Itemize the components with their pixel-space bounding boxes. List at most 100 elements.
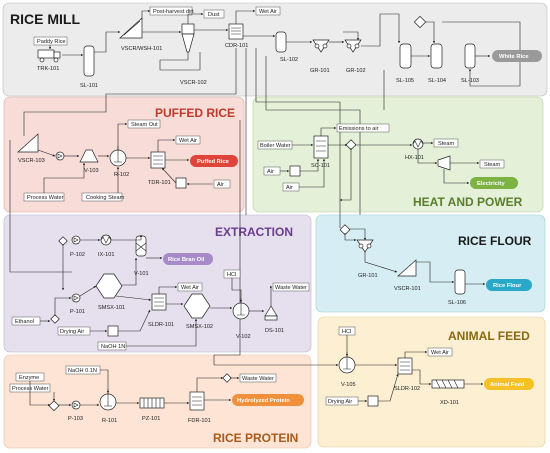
- section-title-extraction: EXTRACTION: [215, 225, 293, 239]
- wet-air-puffed-label: Wet Air: [179, 138, 197, 144]
- section-rice-flour: [315, 214, 546, 313]
- vscr102-label: VSCR-102: [180, 80, 207, 86]
- extruder-icon: [431, 379, 465, 389]
- heat-exchanger-icon: [100, 234, 112, 246]
- gr101-mill-label: GR-101: [310, 68, 330, 74]
- process-water-puffed-label: Process Water: [27, 195, 64, 201]
- cooking-steam-box: [81, 192, 123, 202]
- turbine-icon: [437, 155, 451, 171]
- dryer-icon: [397, 357, 413, 375]
- p103-label: P-103: [68, 416, 83, 422]
- ix101-label: IX-101: [98, 252, 114, 258]
- paddy-rice-label: Paddy Rice: [37, 39, 66, 45]
- air-puffed-label: Air: [217, 182, 224, 188]
- dryer-icon: [189, 391, 205, 411]
- dust-label: Dust: [208, 12, 220, 18]
- wet-air-ext-label: Wet Air: [181, 285, 199, 291]
- dust-box: [203, 9, 225, 19]
- hx101-label: HX-101: [405, 155, 424, 161]
- naoh-1n-label: NaOH 1N: [101, 344, 125, 350]
- silo-sl103-icon: [464, 43, 476, 69]
- steam-2-box: [479, 159, 505, 169]
- section-title-heat-power: HEAT AND POWER: [413, 195, 523, 209]
- blower-icon: [289, 165, 301, 177]
- wet-air-puffed-box: [175, 135, 201, 145]
- xd101-label: XD-101: [440, 400, 459, 406]
- rice-flour-product: [486, 279, 532, 291]
- electricity-product: [470, 177, 518, 189]
- vibrating-screen-icon: [17, 133, 39, 153]
- r102-label: R-102: [114, 172, 129, 178]
- sl102-label: SL-102: [280, 57, 298, 63]
- vscr101-label: VSCR-101: [394, 286, 421, 292]
- pump-icon: [71, 235, 81, 245]
- splitter-icon: [339, 224, 351, 236]
- gr101-flour-label: GR-101: [358, 273, 378, 279]
- emissions-label: Emissions to air: [339, 126, 379, 132]
- dryer-icon: [151, 293, 167, 311]
- blower-icon: [367, 395, 379, 407]
- hcl-ext-label: HCl: [227, 272, 236, 278]
- puffed-rice-product: [190, 155, 238, 167]
- rice-bran-oil-label: Rice Bran Oil: [168, 257, 205, 263]
- drying-air-ext-label: Drying Air: [60, 329, 84, 335]
- flash-vessel-icon: [135, 235, 147, 257]
- waste-water-ext-box: [272, 282, 310, 292]
- sl104-label: SL-104: [428, 78, 446, 84]
- p102-label: P-102: [70, 252, 85, 258]
- vibrating-screen-icon: [119, 17, 143, 39]
- steam-1-box: [433, 138, 459, 148]
- wet-air-mill-box: [255, 6, 281, 16]
- section-title-rice-flour: RICE FLOUR: [458, 234, 532, 248]
- blower-icon: [107, 325, 119, 337]
- v103-label: V-103: [84, 168, 99, 174]
- trk101-label: TRK-101: [37, 66, 59, 72]
- pump-icon: [71, 293, 81, 303]
- vibrating-screen-icon: [397, 259, 417, 277]
- splitter-icon: [48, 400, 60, 412]
- v102-label: V-102: [236, 334, 251, 340]
- puffed-rice-label: Puffed Rice: [197, 159, 230, 165]
- silo-icon: [83, 45, 95, 77]
- v105-label: V-105: [341, 382, 356, 388]
- vscr103-label: VSCR-103: [18, 158, 45, 164]
- drying-air-feed-label: Drying Air: [328, 399, 352, 405]
- wet-air-mill-label: Wet Air: [259, 9, 277, 15]
- truck-icon: [37, 49, 61, 63]
- cooking-steam-label: Cooking Steam: [86, 195, 125, 201]
- silo-sl106-icon: [454, 269, 466, 295]
- sldr102-label: SLDR-102: [394, 386, 420, 392]
- waste-water-prot-label: Waste Water: [242, 376, 274, 382]
- splitter-icon: [413, 15, 427, 29]
- decanter-icon: [264, 305, 278, 321]
- emissions-box: [336, 123, 390, 133]
- boiler-water-label: Boiler Water: [260, 143, 291, 149]
- grinder-icon: [344, 39, 362, 53]
- splitter-icon: [58, 236, 68, 246]
- sc101-label: SC-101: [311, 163, 330, 169]
- splitter-icon: [345, 139, 357, 151]
- reactor-icon: [99, 389, 117, 411]
- white-rice-label: White Rice: [499, 54, 529, 60]
- enzyme-label: Enzyme: [19, 375, 39, 381]
- steam-out-box: [127, 119, 161, 129]
- vscr-wsh101-label: VSCR/WSH-101: [121, 46, 162, 52]
- rice-flour-label: Rice Flour: [493, 283, 522, 289]
- gr102-label: GR-102: [346, 68, 366, 74]
- splitter-icon: [222, 373, 232, 383]
- pump-icon: [71, 400, 81, 410]
- animal-feed-product: [484, 378, 534, 390]
- process-water-prot-label: Process Water: [12, 386, 49, 392]
- white-rice-product: [492, 50, 542, 62]
- section-animal-feed: [317, 316, 546, 448]
- steam-out-label: Steam Out: [131, 122, 158, 128]
- electricity-label: Electricity: [477, 181, 505, 187]
- boiler-icon: [313, 135, 329, 159]
- section-title-rice-mill: RICE MILL: [10, 11, 80, 27]
- rice-bran-oil-product: [163, 253, 213, 265]
- waste-water-prot-box: [239, 373, 277, 383]
- section-title-animal-feed: ANIMAL FEED: [448, 329, 530, 343]
- fdr101-label: FDR-101: [188, 418, 211, 424]
- dryer-icon: [228, 23, 244, 40]
